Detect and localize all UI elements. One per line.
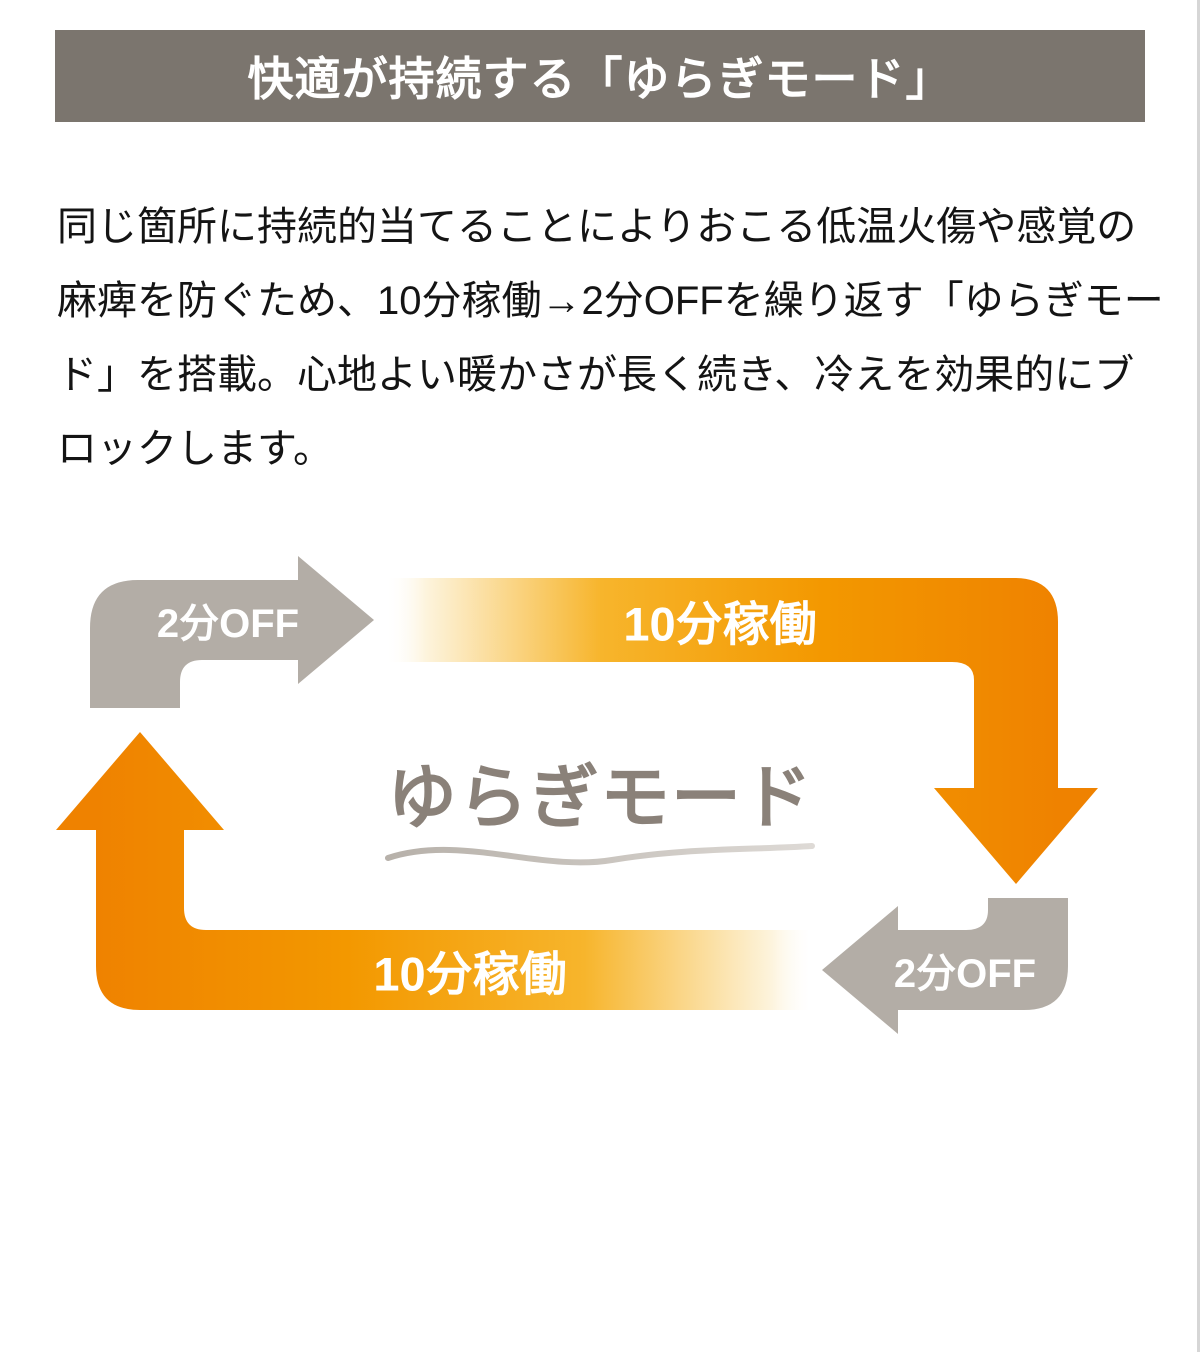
bottom-off-arrow — [822, 898, 1068, 1034]
top-on-label: 10分稼働 — [623, 597, 817, 651]
mode-wave-underline — [385, 843, 815, 866]
bottom-on-label: 10分稼働 — [373, 947, 567, 1001]
top-off-label: 2分OFF — [156, 602, 300, 646]
section-title: 快適が持続する「ゆらぎモード」 — [247, 53, 953, 105]
cycle-diagram: 2分OFF 10分稼働 ゆらぎモード 10分稼働 2分OFF — [0, 520, 1200, 1220]
top-on-arrow — [386, 578, 1098, 884]
page-right-border — [1197, 0, 1200, 1352]
mode-title: ゆらぎモード — [387, 758, 813, 837]
bottom-off-label: 2分OFF — [893, 952, 1037, 996]
bottom-on-arrow — [56, 732, 808, 1010]
cycle-diagram-svg — [56, 556, 1098, 1034]
feature-description: 同じ箇所に持続的当てることによりおこる低温火傷や感覚の 麻痺を防ぐため、10分稼… — [57, 205, 1164, 471]
section-header-banner: 快適が持続する「ゆらぎモード」 — [55, 30, 1145, 122]
top-off-arrow — [90, 556, 374, 708]
